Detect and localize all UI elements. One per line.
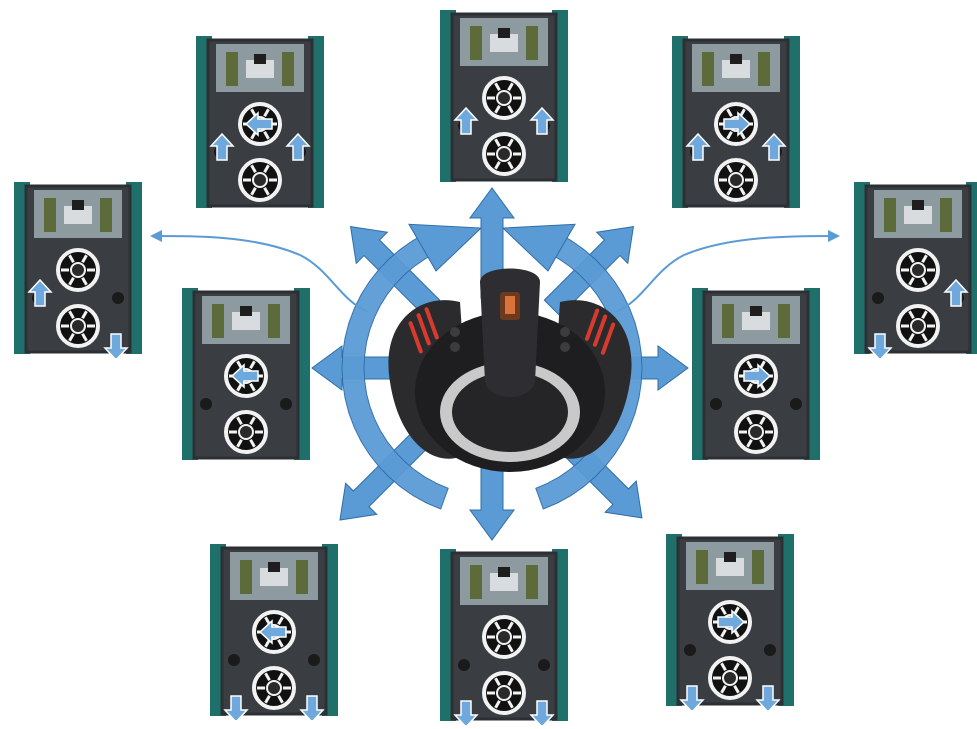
thruster-down-right-arrow-icon [103,333,129,358]
rotate-counterclockwise-arc-arrow [341,223,483,510]
thruster-down-right-arrow-icon [529,700,555,725]
robot-thruster-right [112,292,124,304]
robot-backward [434,545,574,725]
thruster-down-left-arrow-icon [679,685,705,710]
robot-thruster-left [684,644,696,656]
robot-bottom-fan [896,304,940,348]
joystick-stick [480,268,540,397]
fan-left-arrow-icon [230,363,259,389]
robot-top-view [692,288,820,460]
thruster-down-left-arrow-icon [867,333,893,358]
robot-bottom-fan [238,158,282,202]
thruster-down-left-arrow-icon [223,695,249,720]
robot-top-view [672,36,800,208]
robot-top-fan [482,615,526,659]
fan-right-arrow-icon [743,363,772,389]
rotate-right-connector-head [828,230,840,242]
rotate-left-connector-head [150,230,162,242]
thruster-down-left-arrow-icon [453,700,479,725]
robot-thruster-left [458,659,470,671]
robot-thruster-left [710,398,722,410]
robot-backward-right [660,530,800,710]
robot-forward [434,6,574,186]
thruster-up-right-arrow-icon [943,278,969,307]
fan-left-arrow-icon [258,619,287,645]
robot-backward-left [204,540,344,720]
robot-forward-left [190,32,330,212]
thruster-up-left-arrow-icon [685,132,711,161]
fan-right-arrow-icon [723,111,752,137]
robot-forward-right [666,32,806,212]
robot-top-view [854,182,977,358]
robot-top-fan [482,76,526,120]
fan-left-arrow-icon [244,111,273,137]
robot-rotate-clockwise [848,178,977,358]
robot-top-fan [56,248,100,292]
robot-top-view [182,288,310,460]
robot-thruster-left [872,292,884,304]
robot-bottom-fan [224,410,268,454]
thruster-up-left-arrow-icon [27,278,53,307]
thruster-up-right-arrow-icon [285,132,311,161]
thruster-up-right-arrow-icon [529,106,555,135]
robot-bottom-fan [482,132,526,176]
robot-thruster-right [280,398,292,410]
robot-thruster-right [764,644,776,656]
robot-top-view [210,544,338,720]
robot-bottom-fan [734,410,778,454]
robot-thruster-right [790,398,802,410]
thruster-up-right-arrow-icon [761,132,787,161]
robot-top-view [440,549,568,725]
thruster-up-left-arrow-icon [453,106,479,135]
robot-left [176,284,316,464]
robot-bottom-fan [708,656,752,700]
robot-top-view [196,36,324,208]
robot-bottom-fan [56,304,100,348]
joystick-icon [388,268,632,472]
robot-rotate-counterclockwise [8,178,148,358]
robot-bottom-fan [482,671,526,715]
robot-thruster-left [228,654,240,666]
robot-thruster-right [538,659,550,671]
robot-bottom-fan [714,158,758,202]
thruster-up-left-arrow-icon [209,132,235,161]
robot-thruster-left [200,398,212,410]
thruster-down-right-arrow-icon [755,685,781,710]
robot-top-view [666,534,794,710]
robot-thruster-right [308,654,320,666]
robot-top-view [440,10,568,182]
robot-top-view [14,182,142,358]
robot-bottom-fan [252,666,296,710]
robot-top-fan [896,248,940,292]
robot-right [686,284,826,464]
rotate-left-connector [151,235,369,313]
fan-right-arrow-icon [717,609,746,635]
thruster-down-right-arrow-icon [299,695,325,720]
rotate-right-connector [615,235,837,313]
